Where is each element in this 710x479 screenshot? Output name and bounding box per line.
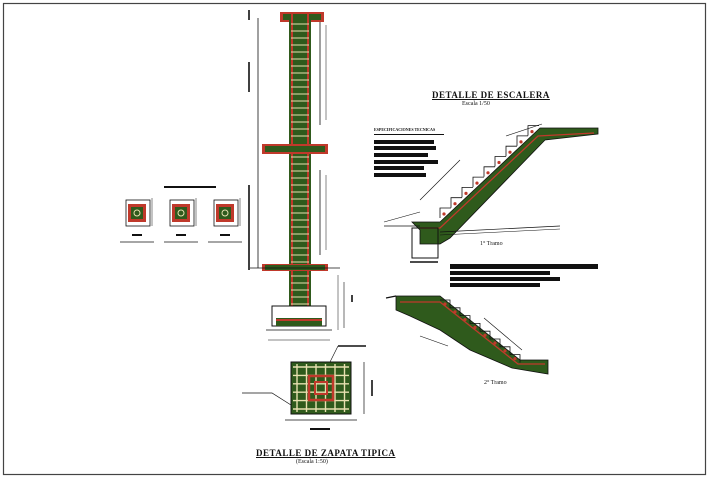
stair-detail-scale: Escala 1/50	[462, 101, 490, 107]
spec-heading: ESPECIFICACIONES TECNICAS	[374, 127, 436, 132]
stair-flight-1	[383, 123, 599, 263]
column-sections	[120, 186, 242, 243]
stair-flight-2	[385, 295, 549, 375]
spec-text-block	[374, 134, 598, 287]
footing-detail-scale: (Escala 1:50)	[296, 459, 328, 465]
flight-1-label: 1° Tramo	[480, 241, 503, 247]
flight-2-label: 2° Tramo	[484, 380, 507, 386]
stair-detail-title: DETALLE DE ESCALERA	[432, 90, 550, 100]
footing-plan	[242, 345, 373, 430]
footing-detail-title: DETALLE DE ZAPATA TIPICA	[256, 448, 396, 458]
column-elevation	[248, 10, 353, 341]
